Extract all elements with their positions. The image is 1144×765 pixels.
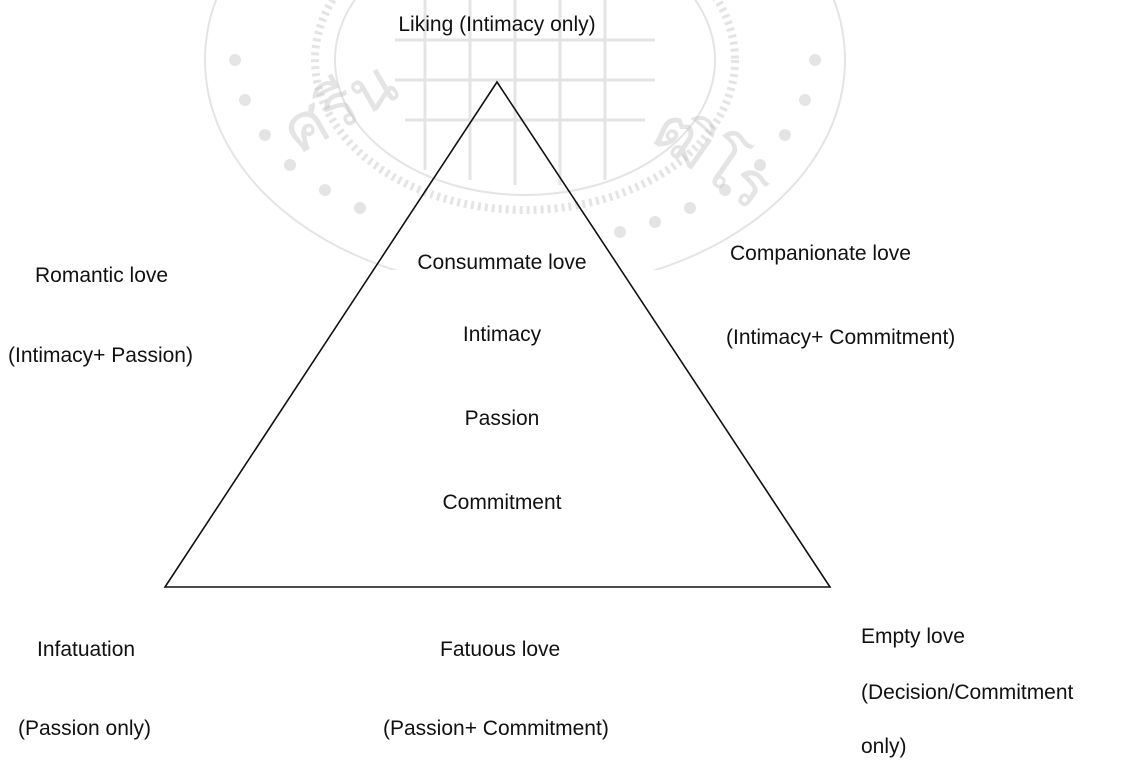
- triangle-shape: [163, 80, 832, 588]
- infatuation-components: (Passion only): [18, 717, 152, 740]
- empty-love-label: Empty love: [861, 625, 965, 648]
- empty-love-components-line1: (Decision/Commitment: [861, 681, 1074, 704]
- romantic-love-components: (Intimacy+ Passion): [8, 344, 193, 367]
- fatuous-love-label: Fatuous love: [440, 638, 561, 661]
- empty-love-components-line2: only): [861, 735, 907, 758]
- liking-label: Liking (Intimacy only): [398, 13, 596, 36]
- companionate-love-components: (Intimacy+ Commitment): [726, 326, 956, 349]
- consummate-love-label: Consummate love: [417, 251, 587, 274]
- commitment-component-label: Commitment: [442, 491, 562, 514]
- companionate-love-label: Companionate love: [730, 242, 911, 265]
- fatuous-love-components: (Passion+ Commitment): [383, 717, 609, 740]
- intimacy-component-label: Intimacy: [462, 323, 542, 346]
- passion-component-label: Passion: [464, 407, 540, 430]
- infatuation-label: Infatuation: [37, 638, 136, 661]
- romantic-love-label: Romantic love: [35, 264, 169, 287]
